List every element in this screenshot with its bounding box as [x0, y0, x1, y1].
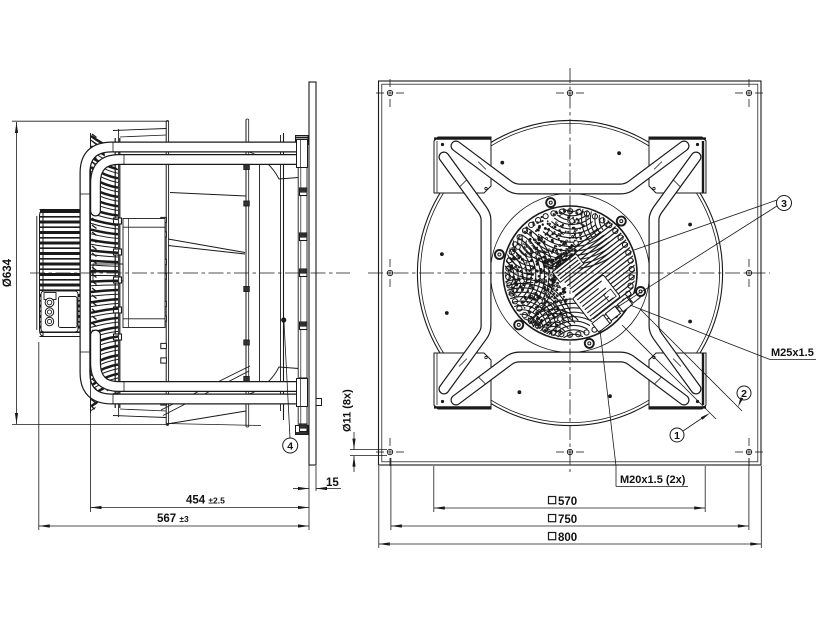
- svg-text:M25x1.5: M25x1.5: [771, 347, 814, 359]
- svg-text:750: 750: [558, 514, 577, 526]
- svg-text:4: 4: [287, 441, 293, 453]
- svg-text:Ø11 (8x): Ø11 (8x): [342, 389, 354, 432]
- svg-text:M20x1.5 (2x): M20x1.5 (2x): [620, 474, 686, 486]
- svg-text:3: 3: [781, 198, 787, 210]
- svg-text:1: 1: [674, 430, 680, 442]
- svg-text:567 ±3: 567 ±3: [157, 513, 189, 525]
- svg-text:Ø634: Ø634: [2, 258, 14, 287]
- svg-text:454 ±2.5: 454 ±2.5: [186, 495, 225, 507]
- svg-text:2: 2: [741, 388, 747, 400]
- svg-text:570: 570: [558, 496, 577, 508]
- svg-text:15: 15: [326, 477, 339, 489]
- svg-text:800: 800: [558, 532, 577, 544]
